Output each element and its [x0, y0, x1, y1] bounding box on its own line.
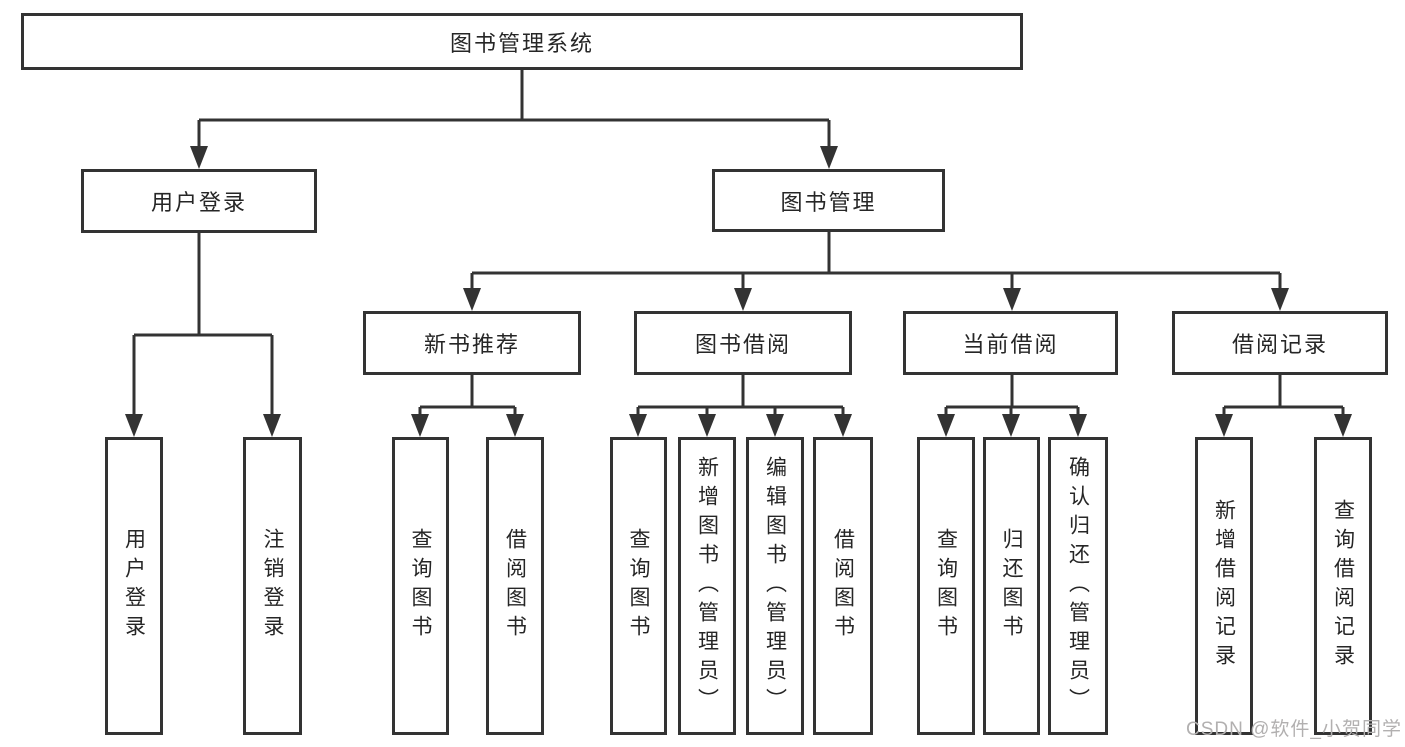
leaf-confirm-return-admin-label: 确认归还（管理员）: [1066, 455, 1090, 717]
node-book-management-label: 图书管理: [780, 189, 877, 215]
leaf-query-borrow-record-label: 查询借阅记录: [1331, 499, 1355, 673]
node-new-book-recommendation: 新书推荐: [363, 311, 581, 375]
leaf-logout: 注销登录: [243, 437, 302, 735]
leaf-query-books-borrowing: 查询图书: [610, 437, 667, 735]
leaf-borrow-books-borrowing-label: 借阅图书: [831, 528, 855, 644]
node-current-borrowing-label: 当前借阅: [962, 332, 1059, 357]
node-current-borrowing: 当前借阅: [903, 311, 1118, 375]
node-user-login-label: 用户登录: [150, 190, 247, 215]
leaf-logout-label: 注销登录: [261, 528, 284, 644]
leaf-query-books-current-label: 查询图书: [934, 528, 958, 644]
leaf-query-books-recommend-label: 查询图书: [409, 528, 432, 644]
node-library-management-system-label: 图书管理系统: [449, 30, 594, 56]
leaf-edit-books-admin: 编辑图书（管理员）: [746, 437, 804, 735]
leaf-borrow-books-borrowing: 借阅图书: [813, 437, 873, 735]
node-book-management: 图书管理: [712, 169, 945, 232]
node-book-borrowing: 图书借阅: [634, 311, 852, 375]
leaf-query-books-current: 查询图书: [917, 437, 975, 735]
node-library-management-system: 图书管理系统: [21, 13, 1023, 70]
leaf-return-books: 归还图书: [983, 437, 1040, 735]
leaf-edit-books-admin-label: 编辑图书（管理员）: [763, 455, 787, 717]
leaf-add-books-admin: 新增图书（管理员）: [678, 437, 736, 735]
leaf-confirm-return-admin: 确认归还（管理员）: [1048, 437, 1108, 735]
leaf-query-books-recommend: 查询图书: [392, 437, 449, 735]
leaf-user-login-label: 用户登录: [122, 528, 146, 644]
leaf-add-borrow-record: 新增借阅记录: [1195, 437, 1253, 735]
node-borrowing-records-label: 借阅记录: [1231, 332, 1328, 357]
leaf-user-login: 用户登录: [105, 437, 163, 735]
leaf-return-books-label: 归还图书: [1000, 528, 1023, 644]
leaf-add-books-admin-label: 新增图书（管理员）: [695, 455, 719, 717]
node-user-login: 用户登录: [81, 169, 317, 233]
node-book-borrowing-label: 图书借阅: [694, 332, 791, 357]
node-borrowing-records: 借阅记录: [1172, 311, 1388, 375]
csdn-watermark: CSDN @软件_小贺同学: [1186, 719, 1402, 740]
leaf-query-borrow-record: 查询借阅记录: [1314, 437, 1372, 735]
leaf-borrow-books-recommend-label: 借阅图书: [503, 528, 527, 644]
node-new-book-recommendation-label: 新书推荐: [423, 332, 520, 357]
leaf-borrow-books-recommend: 借阅图书: [486, 437, 544, 735]
leaf-query-books-borrowing-label: 查询图书: [627, 528, 650, 644]
leaf-add-borrow-record-label: 新增借阅记录: [1212, 499, 1236, 673]
